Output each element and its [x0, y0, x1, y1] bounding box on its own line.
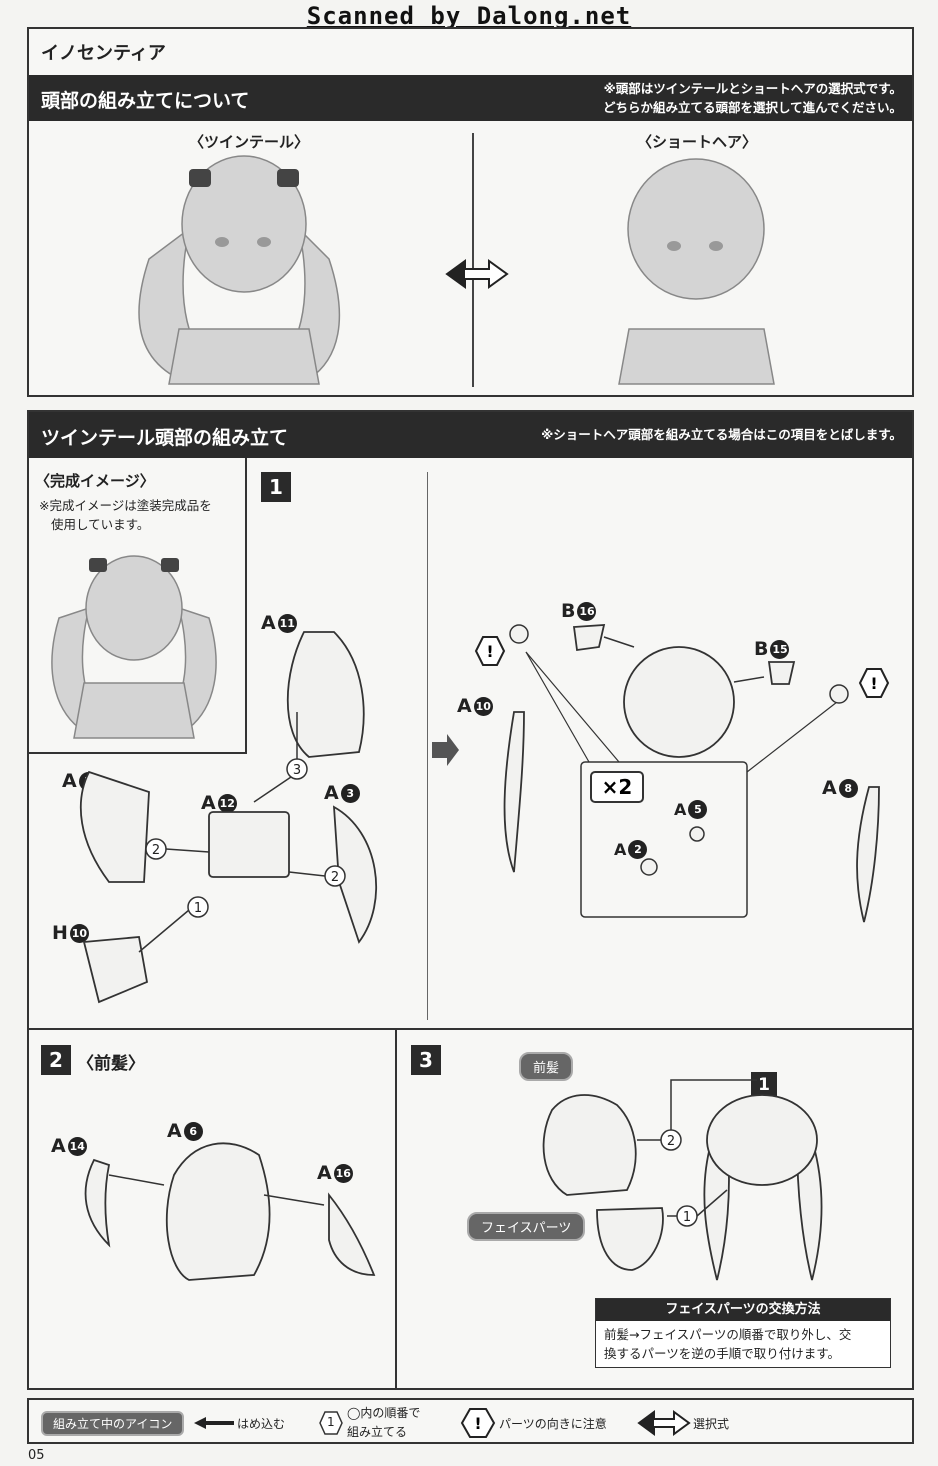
watermark: Scanned by Dalong.net: [306, 2, 632, 30]
divider: [472, 133, 474, 387]
section2-title: ツインテール頭部の組み立て: [41, 427, 289, 449]
caution-legend-icon: !: [460, 1408, 496, 1438]
step2-title: 〈前髪〉: [77, 1054, 145, 1074]
page-number: 05: [28, 1448, 45, 1463]
order-1: 1: [194, 901, 202, 916]
complete-image-title: 〈完成イメージ〉: [35, 472, 155, 490]
section2-note: ※ショートヘア頭部を組み立てる場合はこの項目をとばします。: [541, 427, 902, 442]
section-head-selection: イノセンティア 頭部の組み立てについて ※頭部はツインテールとショートヘアの選択…: [27, 27, 914, 397]
order-2a: 2: [152, 843, 160, 858]
legend-order-num: 1: [327, 1415, 335, 1429]
shorthair-label: 〈ショートヘア〉: [637, 133, 758, 151]
section1-note: ※頭部はツインテールとショートヘアの選択式です。 どちらか組み立てる頭部を選択し…: [602, 81, 902, 115]
step3-diagram: 2 1: [542, 1079, 823, 1281]
section1-title: 頭部の組み立てについて: [41, 90, 250, 112]
step1-number: 1: [261, 472, 291, 502]
section2-bar: ツインテール頭部の組み立て ※ショートヘア頭部を組み立てる場合はこの項目をとばし…: [29, 412, 912, 458]
order-3: 3: [293, 763, 301, 778]
svg-text:!: !: [474, 1414, 481, 1433]
select-arrow-icon: [445, 259, 509, 289]
select-legend-icon: [637, 1410, 691, 1436]
complete-image-illustration: [51, 555, 217, 739]
step3-ref: 1: [751, 1072, 777, 1098]
legend-bar: 組み立て中のアイコン はめ込む 1 ◯内の順番で 組み立てる ! パーツの向きに…: [27, 1398, 914, 1444]
legend-select: 選択式: [693, 1417, 730, 1431]
step1-divider: [427, 472, 428, 1020]
complete-image-panel: 〈完成イメージ〉 ※完成イメージは塗装完成品を 使用しています。: [29, 458, 247, 754]
step2-number: 2: [41, 1045, 71, 1075]
bangs-pill: 前髪: [519, 1052, 574, 1081]
exchange-box: フェイスパーツの交換方法 前髪→フェイスパーツの順番で取り外し、交 換するパーツ…: [595, 1298, 891, 1368]
step2-diagram: [84, 1142, 376, 1281]
insert-arrow-icon: [194, 1417, 234, 1429]
svg-text:!: !: [870, 674, 877, 693]
order-3-1: 1: [683, 1210, 691, 1225]
caution-icon: !: [474, 636, 506, 666]
section-twintail-assembly: ツインテール頭部の組み立て ※ショートヘア頭部を組み立てる場合はこの項目をとばし…: [27, 410, 914, 1030]
order-2b: 2: [331, 870, 339, 885]
times-two: ×2: [602, 775, 633, 799]
twintail-label: 〈ツインテール〉: [189, 133, 310, 151]
legend-caution: パーツの向きに注意: [499, 1417, 607, 1431]
step3-panel: 3 前髪 フェイスパーツ 1 2 1 フェイスパーツの交換方法 前髪→フェイスパ…: [395, 1030, 914, 1390]
legend-pill: 組み立て中のアイコン: [41, 1411, 185, 1436]
exchange-text: 前髪→フェイスパーツの順番で取り外し、交 換するパーツを逆の手順で取り付けます。: [604, 1327, 852, 1361]
complete-image-note: ※完成イメージは塗装完成品を 使用しています。: [39, 498, 212, 532]
twintail-head-illustration: [138, 155, 341, 385]
shorthair-head-illustration: [618, 158, 775, 385]
face-pill: フェイスパーツ: [467, 1212, 586, 1241]
order-hex-icon: [319, 1411, 343, 1435]
exchange-title: フェイスパーツの交換方法: [596, 1299, 890, 1321]
step1-diagram: 3 2 2 1 ×2: [79, 624, 880, 1004]
legend-order-text: ◯内の順番で 組み立てる: [347, 1406, 421, 1439]
section1-bar: 頭部の組み立てについて ※頭部はツインテールとショートヘアの選択式です。 どちら…: [29, 75, 912, 121]
page-title: イノセンティア: [41, 43, 166, 64]
caution-icon-right: !: [858, 668, 890, 698]
svg-text:!: !: [486, 642, 493, 661]
step3-number: 3: [411, 1045, 441, 1075]
legend-insert: はめ込む: [237, 1417, 286, 1431]
order-3-2: 2: [667, 1134, 675, 1149]
